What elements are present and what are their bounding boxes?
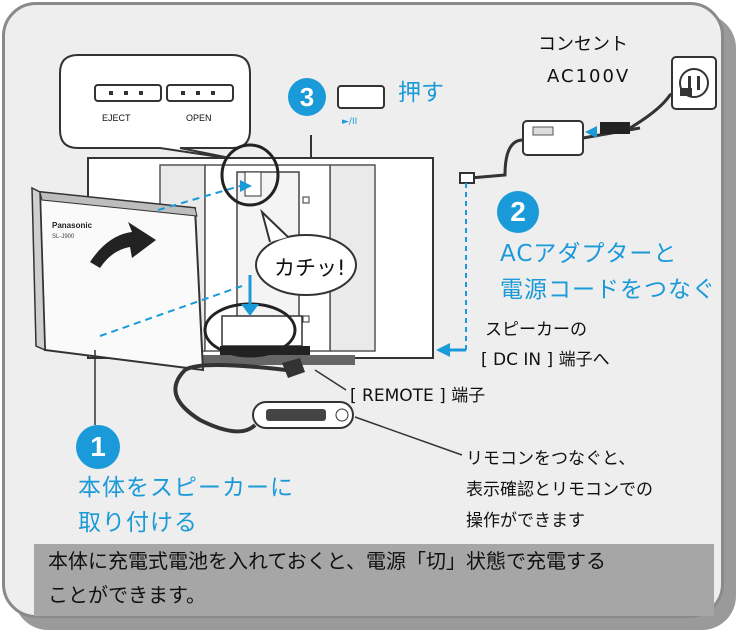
rotate-arrow-icon — [90, 222, 156, 268]
step2-badge: 2 — [497, 191, 539, 233]
bottom-note: 本体に充電式電池を入れておくと、電源「切」状態で充電する ことができます。 — [34, 544, 714, 616]
remote-port-label: [ REMOTE ] 端子 — [350, 386, 486, 406]
ac-adapter — [459, 56, 717, 184]
outlet-label-line2: AC100V — [547, 66, 631, 87]
remote-port-leader-line — [314, 369, 347, 391]
play-pause-button — [337, 85, 385, 109]
remote-note-line2: 表示確認とリモコンでの — [466, 480, 653, 500]
bottom-note-line1: 本体に充電式電池を入れておくと、電源「切」状態で充電する — [48, 549, 606, 573]
step1-badge: 1 — [76, 425, 120, 469]
step2-line1: ACアダプターと — [500, 241, 678, 267]
step3-badge: 3 — [288, 78, 326, 116]
play-pause-glyph: ►/II — [342, 117, 357, 127]
step3-label: 押す — [398, 80, 444, 106]
outlet-label-line1: コンセント — [538, 34, 628, 55]
portable-player: Panasonic SL-J900 — [31, 180, 259, 372]
remote-note-line1: リモコンをつなぐと、 — [466, 449, 636, 469]
step1-line1: 本体をスピーカーに — [78, 475, 294, 501]
remote-note-line3: 操作ができます — [466, 511, 585, 531]
bottom-note-line2: ことができます。 — [48, 583, 206, 607]
step1-line2: 取り付ける — [78, 510, 198, 536]
step2-line2: 電源コードをつなぐ — [500, 277, 716, 303]
model-text: SL-J900 — [52, 234, 75, 240]
remote-leader-line — [354, 416, 463, 456]
brand-text: Panasonic — [52, 221, 93, 230]
open-label: OPEN — [186, 113, 212, 123]
click-bubble — [255, 234, 357, 296]
remote-control — [173, 358, 354, 434]
dc-in-line1: スピーカーの — [485, 320, 587, 340]
click-bubble-text: カチッ! — [274, 256, 346, 280]
eject-label: EJECT — [102, 113, 131, 123]
buttons-callout — [59, 54, 251, 161]
dc-in-line2: [ DC IN ] 端子へ — [481, 350, 610, 370]
